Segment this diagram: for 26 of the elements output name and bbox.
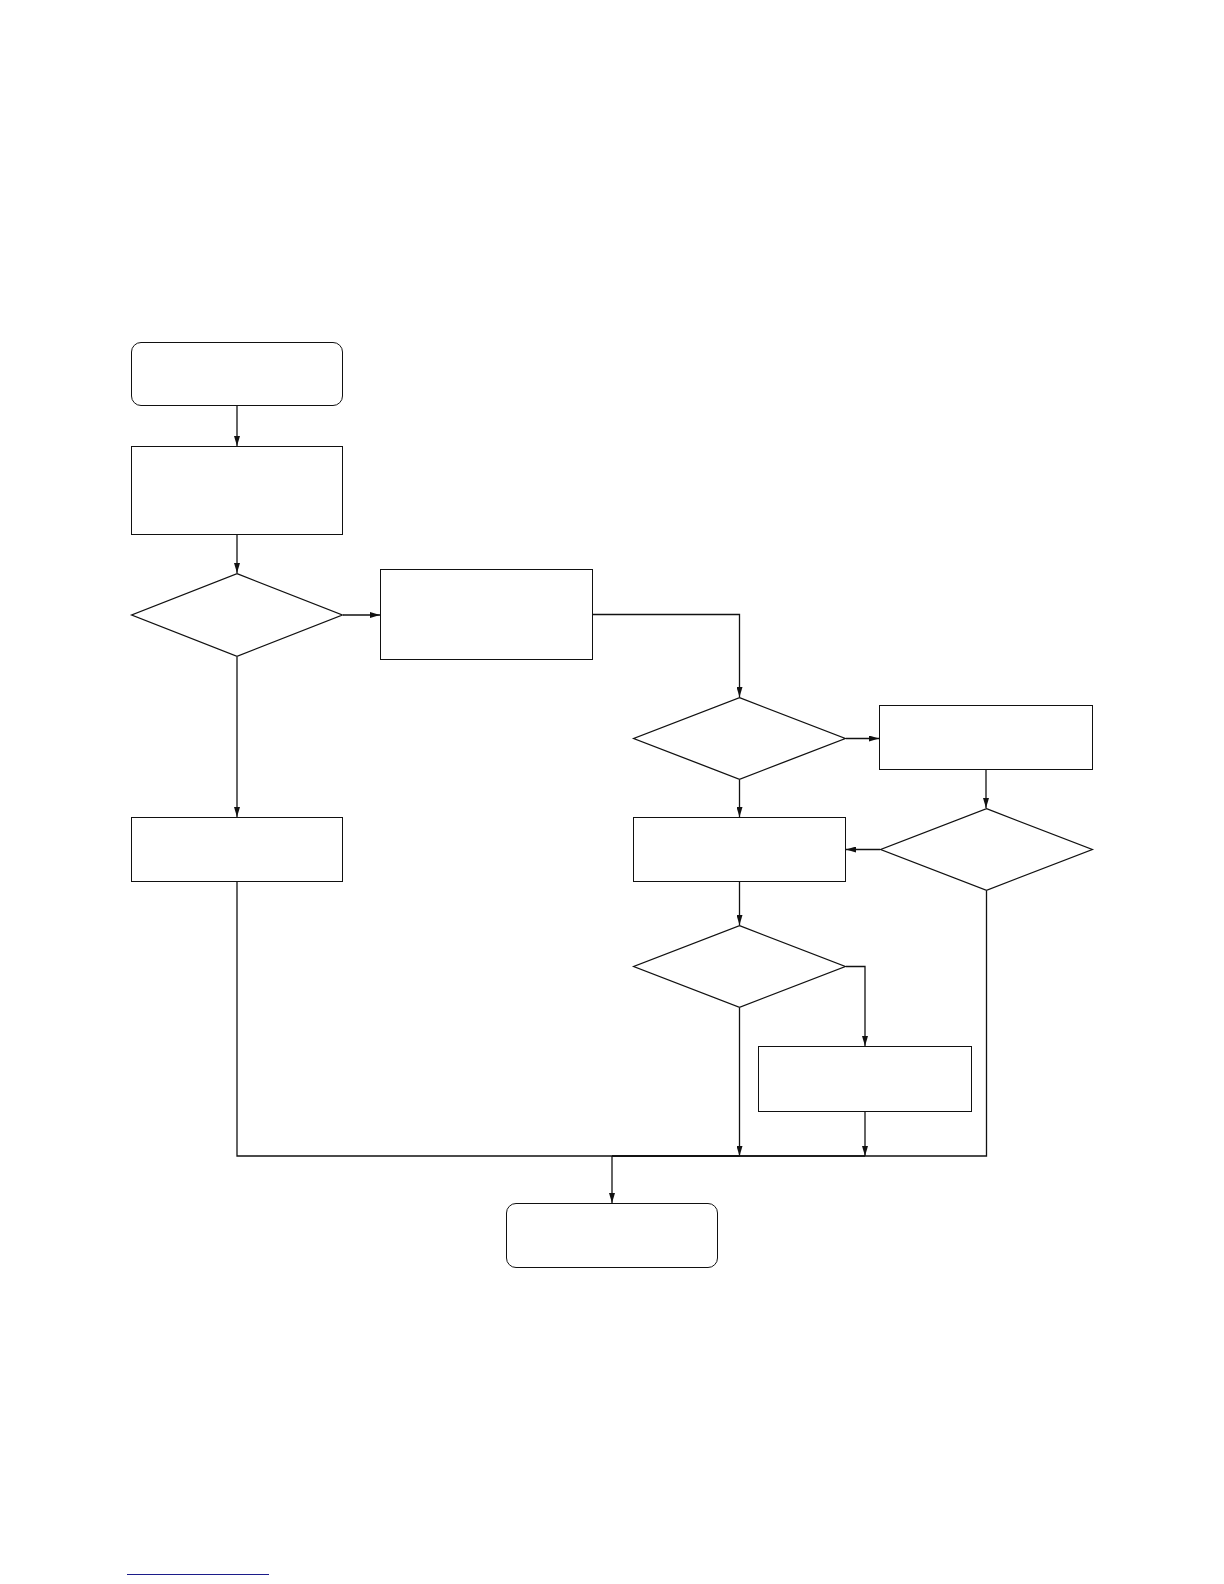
arrow [736,881,743,926]
process-box [879,705,1093,770]
terminal-box [506,1203,718,1268]
process-box [131,446,343,535]
terminal-box [131,342,343,406]
arrow [234,534,240,574]
decision-diamond [633,925,846,1008]
arrow [342,612,381,618]
process-box [633,817,846,882]
decision-diamond [131,573,343,657]
arrow [592,613,743,698]
arrow [234,656,240,818]
arrow [983,769,989,809]
process-box [380,569,593,660]
arrow [845,965,868,1047]
arrow [609,1155,615,1204]
arrow [845,735,880,742]
arrow [234,405,240,447]
connector-line [236,881,613,1157]
connector-line [611,890,988,1157]
decision-diamond [633,697,846,780]
process-box [758,1046,972,1112]
arrow [736,779,743,818]
arrow [845,846,881,853]
process-box [131,817,343,882]
decision-diamond [880,808,1093,891]
